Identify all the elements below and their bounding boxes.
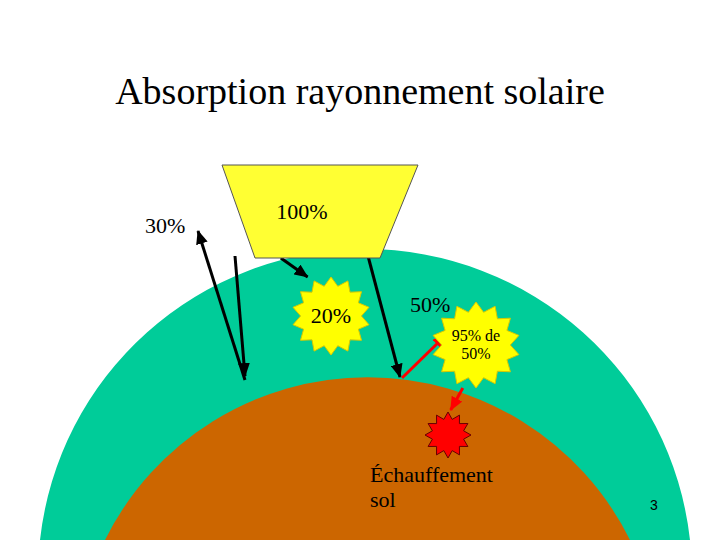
- burst-shape: [293, 277, 369, 355]
- burst-outline: [425, 412, 471, 458]
- percent-label: 20%: [311, 303, 351, 328]
- heat-burst-shape: [425, 412, 471, 458]
- arrow-connector: [451, 388, 463, 410]
- heating-spot: Échauffement sol: [355, 410, 520, 519]
- percent-label: 100%: [276, 199, 327, 224]
- percent-label: 95% de 50%: [448, 327, 504, 364]
- ground: [105, 377, 630, 540]
- page-number: 3: [650, 497, 658, 513]
- slide-title: Absorption rayonnement solaire: [0, 70, 720, 114]
- percent-label: 50%: [410, 292, 450, 317]
- transmitted-ray: [368, 256, 400, 377]
- sun-trapezoid: 100%: [222, 165, 418, 258]
- atmosphere-band: [40, 249, 690, 540]
- sun-shape: [222, 165, 418, 258]
- absorption-burst: 20%: [292, 277, 370, 355]
- arrow-connector: [281, 258, 308, 277]
- reflected-ray: [198, 231, 245, 380]
- heating-label: Échauffement sol: [370, 462, 510, 513]
- percent-label: 30%: [145, 213, 185, 238]
